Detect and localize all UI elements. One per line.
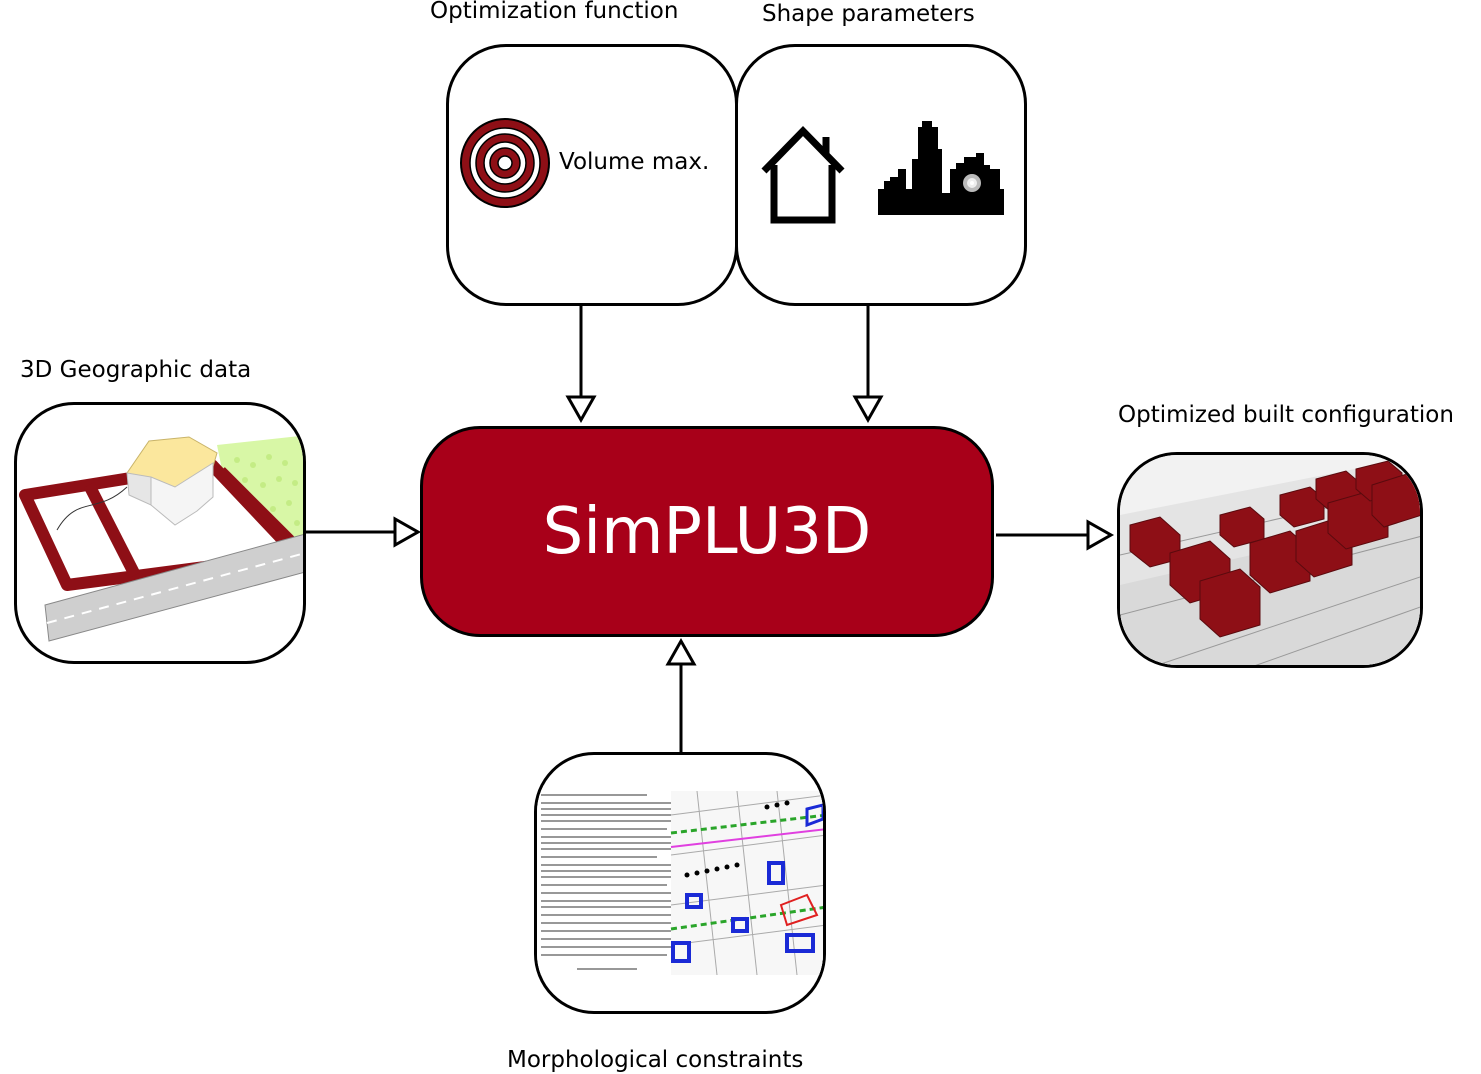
morphological-constraints-box [534, 752, 826, 1014]
geographic-data-label: 3D Geographic data [20, 357, 252, 383]
optimized-output-box [1117, 452, 1423, 668]
optimized-output-label: Optimized built configuration [1118, 402, 1454, 428]
arrow-core-to-output [996, 519, 1115, 551]
shape-parameters-label: Shape parameters [762, 1, 975, 27]
optimization-function-box: Volume max. [446, 44, 738, 306]
regulation-document-map-illustration [537, 785, 823, 976]
arrow-constraints-to-core [665, 637, 697, 752]
city-skyline-icon [878, 121, 1004, 215]
arrow-optimization-to-core [565, 306, 597, 424]
optimized-buildings-illustration [1120, 455, 1420, 665]
simplu3d-title: SimPLU3D [542, 494, 872, 569]
geographic-data-box [14, 402, 306, 664]
simplu3d-core-box: SimPLU3D [420, 426, 994, 637]
volume-max-text: Volume max. [559, 149, 710, 175]
geographic-parcel-illustration [19, 435, 303, 642]
arrow-geographic-to-core [306, 516, 422, 548]
arrow-shape-to-core [852, 306, 884, 424]
shape-parameters-box [735, 44, 1027, 306]
target-icon [460, 118, 550, 208]
optimization-function-label: Optimization function [430, 0, 679, 24]
morphological-constraints-label: Morphological constraints [507, 1047, 804, 1073]
house-icon [761, 125, 845, 224]
